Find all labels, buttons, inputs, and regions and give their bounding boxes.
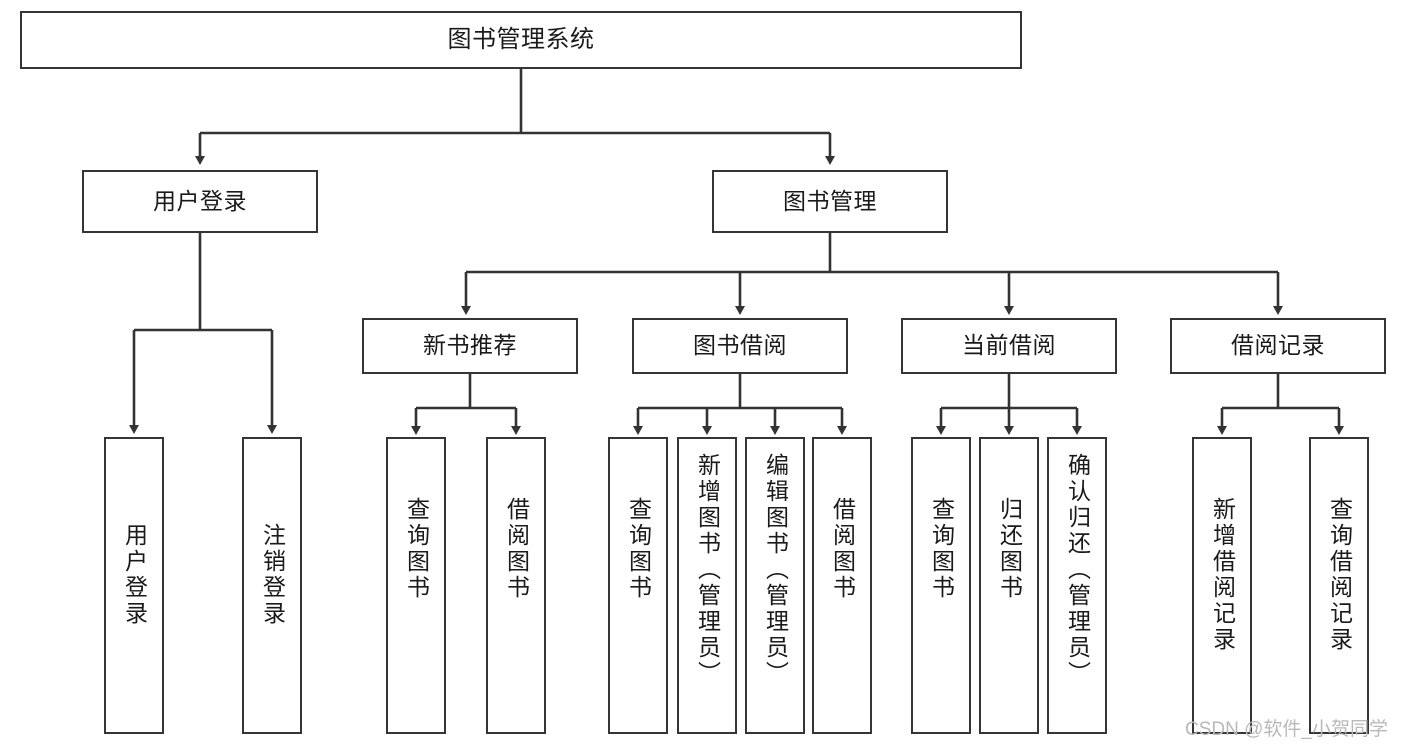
leaf-book-borrow-add-book-admin[interactable]: 新增图书（管理员） (677, 437, 737, 734)
leaf-borrow-record-query-record[interactable]: 查询借阅记录 (1309, 437, 1369, 734)
node-label: 查询借阅记录 (1326, 497, 1353, 653)
node-label: 图书借阅 (693, 332, 787, 359)
node-label: 新增借阅记录 (1209, 497, 1236, 653)
node-book-borrow[interactable]: 图书借阅 (632, 318, 848, 374)
node-label: 图书管理 (783, 187, 877, 214)
leaf-new-book-query-book[interactable]: 查询图书 (386, 437, 446, 734)
node-book-management[interactable]: 图书管理 (712, 170, 948, 233)
node-label: 注销登录 (259, 523, 286, 627)
node-label: 新书推荐 (423, 332, 517, 359)
leaf-user-login-login[interactable]: 用户登录 (104, 437, 164, 734)
leaf-current-borrow-query-book[interactable]: 查询图书 (911, 437, 971, 734)
node-user-login[interactable]: 用户登录 (82, 170, 318, 233)
leaf-book-borrow-borrow-book[interactable]: 借阅图书 (812, 437, 872, 734)
node-label: 图书管理系统 (447, 25, 595, 53)
node-label: 用户登录 (121, 523, 148, 627)
leaf-book-borrow-edit-book-admin[interactable]: 编辑图书（管理员） (745, 437, 805, 734)
node-label: 编辑图书（管理员） (762, 453, 789, 687)
node-new-book-recommend[interactable]: 新书推荐 (362, 318, 578, 374)
leaf-current-borrow-return-book[interactable]: 归还图书 (979, 437, 1039, 734)
leaf-user-login-logout[interactable]: 注销登录 (242, 437, 302, 734)
node-label: 借阅图书 (829, 497, 856, 601)
node-label: 查询图书 (403, 497, 430, 601)
leaf-book-borrow-query-book[interactable]: 查询图书 (608, 437, 668, 734)
node-label: 查询图书 (625, 497, 652, 601)
leaf-current-borrow-confirm-return-admin[interactable]: 确认归还（管理员） (1047, 437, 1107, 734)
node-label: 新增图书（管理员） (694, 453, 721, 687)
node-current-borrow[interactable]: 当前借阅 (901, 318, 1117, 374)
leaf-new-book-borrow-book[interactable]: 借阅图书 (486, 437, 546, 734)
node-label: 确认归还（管理员） (1064, 453, 1091, 687)
node-label: 当前借阅 (962, 332, 1056, 359)
leaf-borrow-record-add-record[interactable]: 新增借阅记录 (1192, 437, 1252, 734)
node-label: 归还图书 (996, 497, 1023, 601)
node-label: 查询图书 (928, 497, 955, 601)
node-label: 借阅记录 (1231, 332, 1325, 359)
node-label: 用户登录 (153, 187, 247, 214)
node-borrow-record[interactable]: 借阅记录 (1170, 318, 1386, 374)
node-root-book-management-system[interactable]: 图书管理系统 (20, 11, 1022, 69)
watermark-text: CSDN @软件_小贺同学 (1185, 719, 1388, 740)
node-label: 借阅图书 (503, 497, 530, 601)
